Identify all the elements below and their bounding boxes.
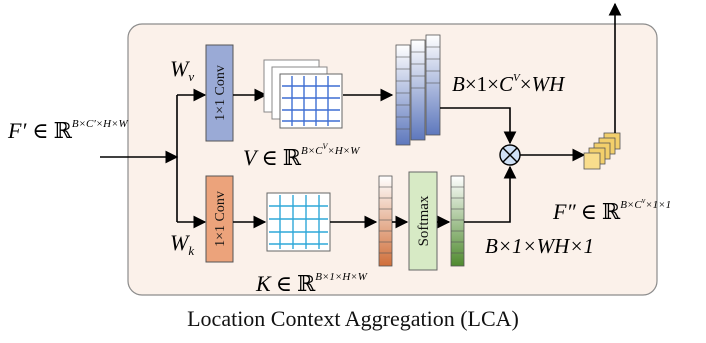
k-shape-label: K∈ℝB×1×H×W [255, 271, 368, 296]
output-feature-cubes [583, 132, 621, 170]
wk-label: Wk [170, 230, 194, 258]
attention-vector [450, 175, 465, 267]
v-shape-label: V∈ℝB×CV×H×W [243, 142, 360, 170]
bottom-shape-label: B×1×WH×1 [485, 234, 594, 258]
conv-bottom-block [205, 175, 234, 263]
stack-col-1 [395, 44, 411, 146]
top-vector-stack [395, 34, 441, 146]
softmax-label: Softmax [416, 195, 432, 246]
conv-top-block [205, 44, 234, 142]
k-grid [269, 195, 328, 249]
multiply-node [499, 144, 521, 166]
softmax-block [408, 171, 438, 271]
k-vector [378, 175, 393, 267]
conv-top-label: 1×1 Conv [213, 65, 228, 121]
stack-col-3 [425, 34, 441, 136]
figure-caption: Location Context Aggregation (LCA) [187, 306, 519, 331]
k-feature-map [266, 192, 331, 252]
vector-to-multiply-line [464, 165, 517, 223]
top-shape-label: B×1×CV×WH [452, 72, 566, 96]
stack-to-multiply-line [440, 107, 517, 145]
stack-col-2 [410, 39, 426, 141]
output-shape-label: F″∈ℝB×Cv×1×1 [552, 196, 671, 224]
conv-bottom-label: 1×1 Conv [213, 191, 228, 247]
v-feature-maps [263, 59, 343, 129]
input-shape-label: F′∈ℝB×C′×H×W [7, 118, 129, 143]
v-grid [282, 76, 340, 126]
wv-label: Wv [170, 56, 194, 84]
